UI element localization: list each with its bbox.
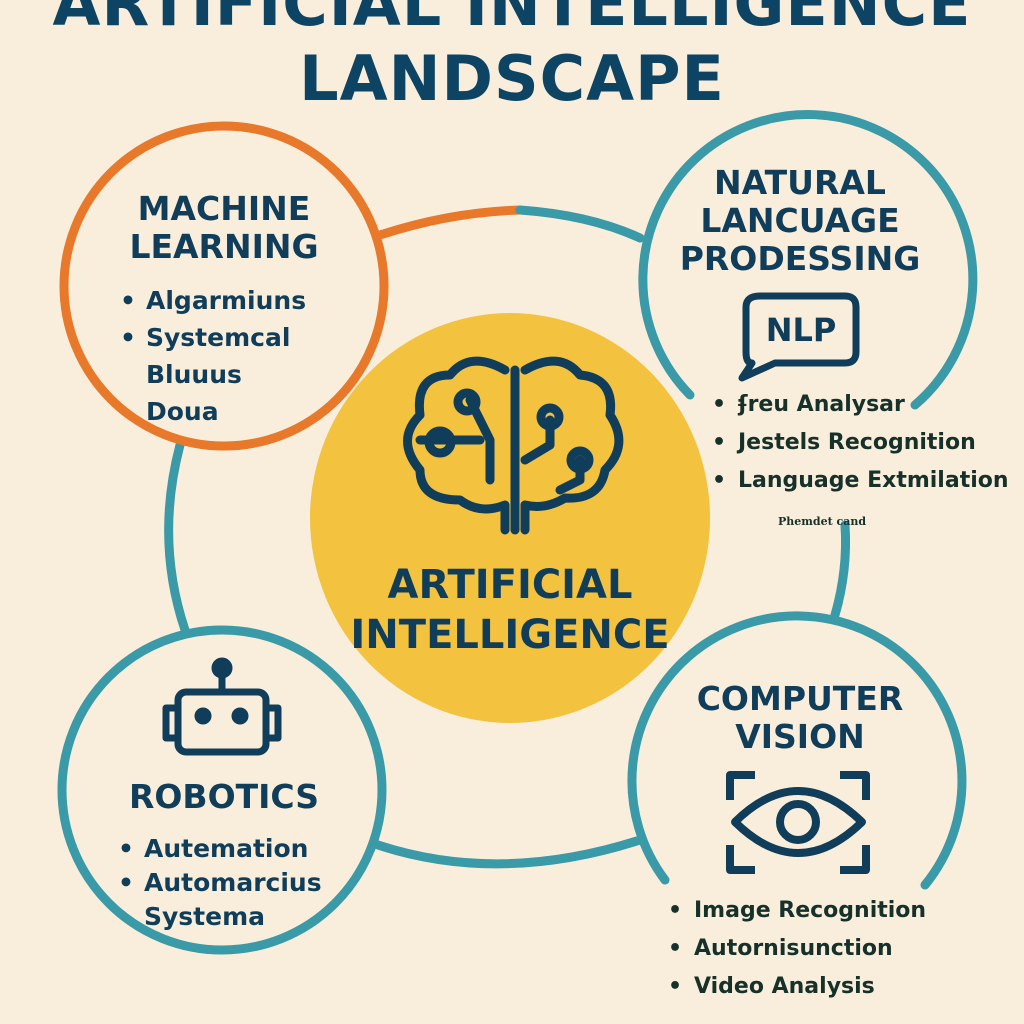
list-item: Language Extmilation <box>712 462 1009 500</box>
nlp-note: Phemdet cand <box>778 515 867 528</box>
list-item: ʄreu Analysar <box>712 386 1009 424</box>
machine-learning-circle <box>59 121 389 451</box>
ml-heading-line2: LEARNING <box>129 227 319 266</box>
computer-vision-circle <box>627 611 967 890</box>
center-circle <box>310 313 710 723</box>
cv-heading-line2: VISION <box>735 717 865 756</box>
ml-heading-line1: MACHINE <box>137 189 311 228</box>
nlp-heading: NATURAL LANCUAGE PRODESSING <box>660 164 940 278</box>
list-item: Systema <box>144 902 266 931</box>
eye-scan-icon <box>726 771 870 874</box>
connector-arc-bottom <box>373 835 645 869</box>
nlp-heading-line2: LANCUAGE <box>700 201 900 240</box>
center-label-line2: INTELLIGENCE <box>350 612 670 658</box>
cv-heading: COMPUTER VISION <box>660 680 940 756</box>
connector-arc-right <box>830 520 851 620</box>
robotics-heading: ROBOTICS <box>128 777 320 816</box>
list-item: Doua <box>146 397 219 426</box>
center-label-line1: ARTIFICIAL <box>387 562 633 608</box>
robot-icon <box>162 657 282 756</box>
nlp-icon-label: NLP <box>765 311 837 349</box>
list-item: Automarcius <box>118 866 322 900</box>
connector-arc-top-orange <box>375 205 525 240</box>
list-item: Systemcal <box>120 319 306 356</box>
list-item: Video Analysis <box>668 968 926 1006</box>
page-title-line1: ARTIFICIAL INTELLIGENCE <box>52 0 972 40</box>
brain-circuit-icon <box>403 356 624 535</box>
page-title-line2: LANDSCAPE <box>299 42 725 115</box>
connector-arc-left <box>164 440 190 635</box>
nlp-list: ʄreu Analysar Jestels Recognition Langua… <box>712 386 1009 500</box>
cv-list: Image Recognition Autornisunction Video … <box>668 892 926 1006</box>
list-item: Autornisunction <box>668 930 926 968</box>
nlp-heading-line3: PRODESSING <box>679 239 921 278</box>
ml-heading: MACHINE LEARNING <box>104 190 344 266</box>
center-label: ARTIFICIAL INTELLIGENCE <box>330 560 690 660</box>
list-item: Algarmiuns <box>120 282 306 319</box>
list-item: Image Recognition <box>668 892 926 930</box>
nlp-circle <box>638 110 978 410</box>
list-item: Bluuus <box>146 360 242 389</box>
robotics-circle <box>57 625 387 955</box>
ml-list: Algarmiuns Systemcal Bluuus Doua <box>120 282 306 430</box>
list-item: Autemation <box>118 832 322 866</box>
cv-heading-line1: COMPUTER <box>696 679 904 718</box>
connector-arc-top-teal <box>515 205 645 243</box>
nlp-heading-line1: NATURAL <box>714 163 886 202</box>
list-item: Jestels Recognition <box>712 424 1009 462</box>
robotics-list: Autemation Automarcius Systema <box>118 832 322 934</box>
speech-bubble-icon <box>738 292 860 382</box>
